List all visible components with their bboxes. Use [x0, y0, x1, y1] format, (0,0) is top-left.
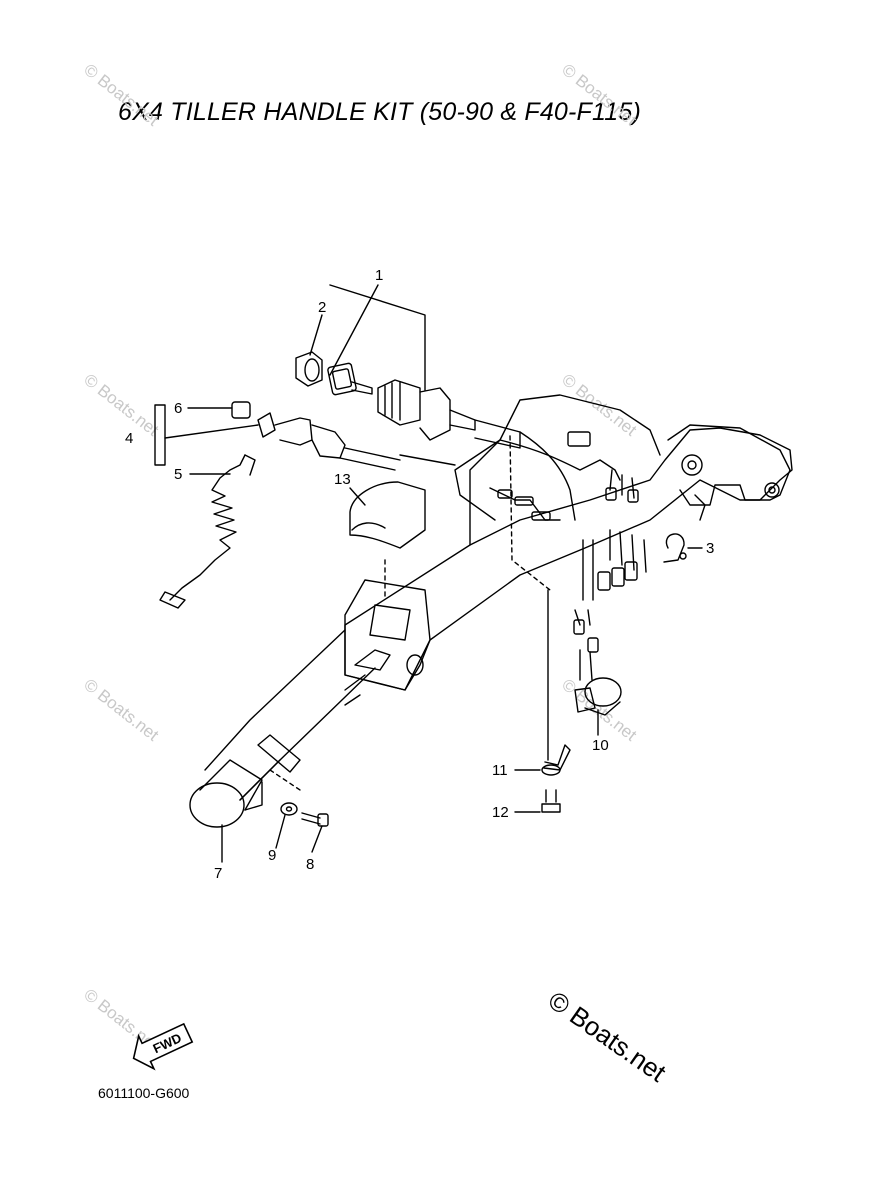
part-label-13: 13: [334, 471, 351, 488]
cap-6-icon: [231, 401, 251, 419]
part-label-6: 6: [174, 400, 183, 417]
fwd-arrow-icon: FWD: [132, 1022, 194, 1071]
cover-icon: [349, 481, 426, 549]
part-label-4: 4: [125, 430, 134, 447]
stop-switch: [257, 412, 276, 438]
part-label-10: 10: [592, 737, 609, 754]
rectifier-icon: [584, 677, 622, 707]
tiller-arm-outline: [344, 427, 793, 691]
main-switch: [377, 379, 421, 426]
part-label-5: 5: [174, 466, 183, 483]
part-label-3: 3: [706, 540, 715, 557]
part-label-11: 11: [492, 762, 508, 779]
tiller-bracket: [667, 424, 791, 506]
clamp-icon: [663, 533, 685, 563]
key-icon: [327, 362, 357, 396]
cap-icon: [295, 351, 323, 387]
part-label-2: 2: [318, 299, 327, 316]
diagram-code: 6011100-G600: [98, 1085, 190, 1101]
part-label-12: 12: [492, 804, 509, 821]
part-label-9: 9: [268, 847, 277, 864]
bolt-12-icon: [545, 789, 557, 803]
part-label-1: 1: [375, 267, 384, 284]
diagram-title: 6X4 TILLER HANDLE KIT (50-90 & F40-F115): [118, 98, 642, 126]
bracket-icon: [543, 744, 571, 771]
lanyard-cord: [169, 454, 246, 601]
bolt-icon: [301, 812, 321, 825]
throttle-grip: [189, 782, 245, 828]
part-label-7: 7: [214, 865, 223, 882]
part-label-8: 8: [306, 856, 315, 873]
connector-icon: [567, 431, 591, 447]
washer-icon: [280, 802, 298, 816]
tiller-shaft: [204, 629, 376, 801]
